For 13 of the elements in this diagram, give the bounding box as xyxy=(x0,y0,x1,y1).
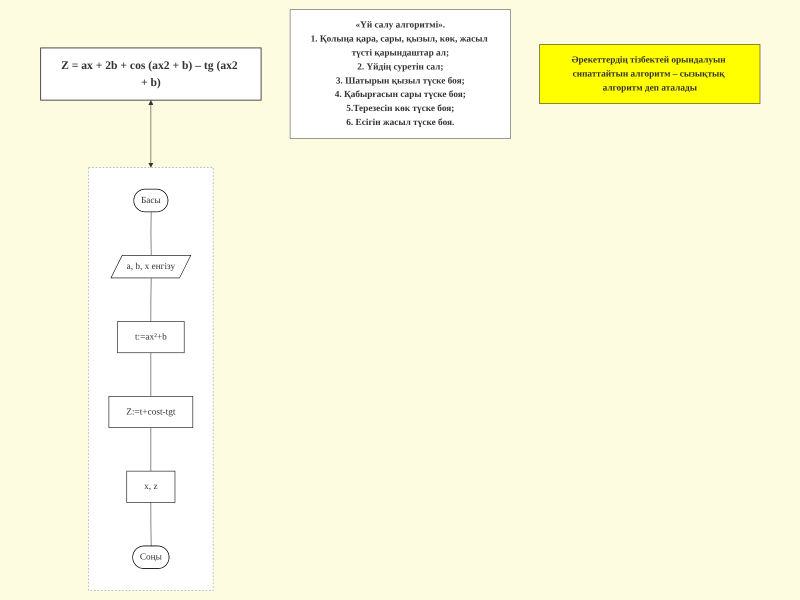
node-box: x, z xyxy=(126,470,175,503)
connector xyxy=(150,212,152,256)
node-box: t:=ax²+b xyxy=(116,321,184,354)
connector xyxy=(150,352,151,397)
node-box: «Үй салу алгоритмі». 1. Қолыңа қара, сары, қызыл, көк, жасыл түсті қарындаштар ал; 2. Үйдің суретін сал; 3. Шатырын қызыл түске боя; 4. Қабырғасын сары түске боя; 5.Терезесін көк түске боя; 6. Есігін жасыл түске боя. xyxy=(289,9,510,139)
arrow xyxy=(148,100,154,168)
node-box: Әрекеттердің тізбектей орындалуын сипаттайтын алгоритм – сызықтық алгоритм деп аталады xyxy=(538,44,760,104)
node-box: Z:=t+cost-tgt xyxy=(108,396,193,428)
connector xyxy=(150,502,152,547)
connector xyxy=(150,278,152,322)
cluster xyxy=(88,167,214,591)
node-box: Z = ax + 2b + cos (ax2 + b) – tg (ax2 + b) xyxy=(40,48,262,101)
connector xyxy=(150,427,151,472)
